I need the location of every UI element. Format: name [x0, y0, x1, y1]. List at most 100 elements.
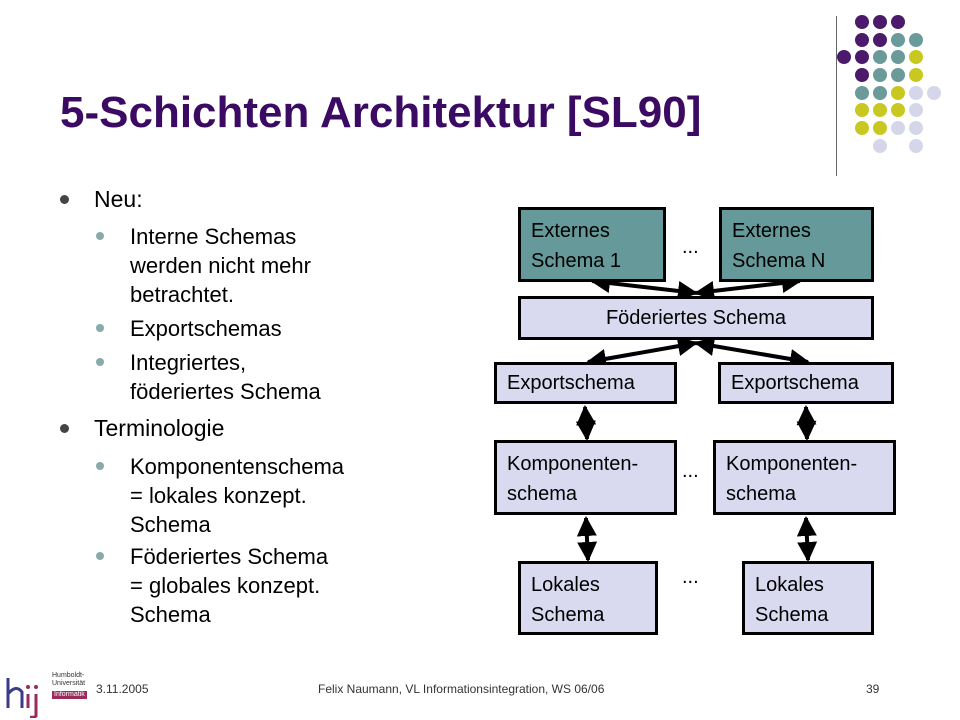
box-line: schema [507, 483, 578, 505]
ellipsis-middle: ... [682, 460, 699, 482]
box-external-schema-1: Externes Schema 1 [518, 207, 666, 282]
decorative-dot [873, 50, 887, 64]
box-line: Schema N [732, 250, 826, 272]
decorative-dot [873, 15, 887, 29]
line: Interne Schemas [130, 224, 297, 249]
decorative-dot [855, 86, 869, 100]
hu-informatik-logo: Humboldt- Universität Informatik [4, 668, 87, 718]
line: föderiertes Schema [130, 379, 321, 404]
line: werden nicht mehr [130, 253, 311, 278]
decorative-dot [873, 33, 887, 47]
logo-text-line: Informatik [52, 691, 87, 699]
box-component-schema-right: Komponenten- schema [713, 440, 896, 515]
arrow-fed-export-right [694, 336, 810, 369]
box-line: Externes [531, 220, 610, 242]
decorative-dot [855, 68, 869, 82]
decorative-dot [891, 15, 905, 29]
arrow-comp-local-right [796, 516, 818, 562]
decorative-dot [873, 139, 887, 153]
box-export-schema-right: Exportschema [718, 362, 894, 404]
sub-bullet-text: Exportschemas [130, 314, 282, 343]
decorative-dot [909, 121, 923, 135]
decorative-dot [873, 68, 887, 82]
box-external-schema-n: Externes Schema N [719, 207, 874, 282]
decorative-dot [909, 139, 923, 153]
arrow-fed-ext1 [590, 273, 698, 301]
box-line: Schema [531, 604, 605, 626]
line: Schema [130, 512, 211, 537]
decorative-dot [927, 86, 941, 100]
decorative-dot [855, 121, 869, 135]
box-component-schema-left: Komponenten- schema [494, 440, 677, 515]
bullet-dot-icon [60, 195, 69, 204]
arrow-export-comp-right [796, 405, 817, 441]
box-federated-schema: Föderiertes Schema [518, 296, 874, 340]
decorative-dot [909, 86, 923, 100]
decorative-dot [909, 50, 923, 64]
box-local-schema-right: Lokales Schema [742, 561, 874, 635]
decorative-dot [891, 103, 905, 117]
decorative-dot [909, 103, 923, 117]
decorative-dot [855, 33, 869, 47]
box-line: Komponenten- [726, 453, 858, 475]
line: Föderiertes Schema [130, 544, 329, 569]
sub-bullet-text: Komponentenschema = lokales konzept. Sch… [130, 452, 344, 539]
logo-text-line: Universität [52, 680, 86, 687]
decorative-dot [891, 50, 905, 64]
line: Komponentenschema [130, 454, 345, 479]
box-line: Schema [755, 604, 829, 626]
box-local-schema-left: Lokales Schema [518, 561, 658, 635]
line: = globales konzept. [130, 573, 321, 598]
box-line: Lokales [531, 574, 600, 596]
decorative-dot [855, 103, 869, 117]
box-line: Externes [732, 220, 811, 242]
decorative-dot [855, 50, 869, 64]
logo-mark-icon [6, 678, 38, 718]
decorative-dot [873, 86, 887, 100]
arrow-export-comp-left [575, 405, 597, 441]
sub-bullet-dot-icon [96, 462, 104, 470]
line: = lokales konzept. [130, 483, 307, 508]
footer-page-number: 39 [866, 682, 880, 696]
box-line: schema [726, 483, 797, 505]
footer-date: 3.11.2005 [96, 682, 149, 696]
sub-bullet-text: Interne Schemas werden nicht mehr betrac… [130, 222, 311, 309]
box-export-schema-left: Exportschema [494, 362, 677, 404]
bullet-text: Terminologie [94, 415, 225, 441]
title-divider-line [836, 16, 837, 176]
decorative-dot [873, 103, 887, 117]
ellipsis-top: ... [682, 236, 699, 258]
decorative-dot [873, 121, 887, 135]
arrow-fed-export-left [586, 336, 698, 369]
page-title: 5-Schichten Architektur [SL90] [60, 88, 702, 137]
sub-bullet-dot-icon [96, 552, 104, 560]
decorative-dot [891, 68, 905, 82]
decorative-dot [891, 121, 905, 135]
sub-bullet-dot-icon [96, 358, 104, 366]
sub-bullet-text: Föderiertes Schema = globales konzept. S… [130, 542, 328, 629]
sub-bullet-dot-icon [96, 324, 104, 332]
box-line: Lokales [755, 574, 824, 596]
decorative-dot [909, 68, 923, 82]
box-line: Komponenten- [507, 453, 639, 475]
ellipsis-bottom: ... [682, 566, 699, 588]
line: Exportschemas [130, 316, 282, 341]
line: betrachtet. [130, 282, 234, 307]
line: Schema [130, 602, 211, 627]
bullet-text: Neu: [94, 186, 143, 212]
decorative-dot [837, 50, 851, 64]
footer-center-text: Felix Naumann, VL Informationsintegratio… [318, 682, 605, 696]
logo-text-line: Humboldt- [52, 672, 85, 679]
arrow-fed-extN [694, 273, 802, 301]
decorative-dot [891, 33, 905, 47]
line: Integriertes, [130, 350, 247, 375]
sub-bullet-dot-icon [96, 232, 104, 240]
box-line: Schema 1 [531, 250, 622, 272]
decorative-dot [855, 15, 869, 29]
decorative-dot [909, 33, 923, 47]
bullet-dot-icon [60, 424, 69, 433]
sub-bullet-text: Integriertes, föderiertes Schema [130, 348, 321, 406]
decorative-dot [891, 86, 905, 100]
arrow-comp-local-left [576, 516, 598, 562]
